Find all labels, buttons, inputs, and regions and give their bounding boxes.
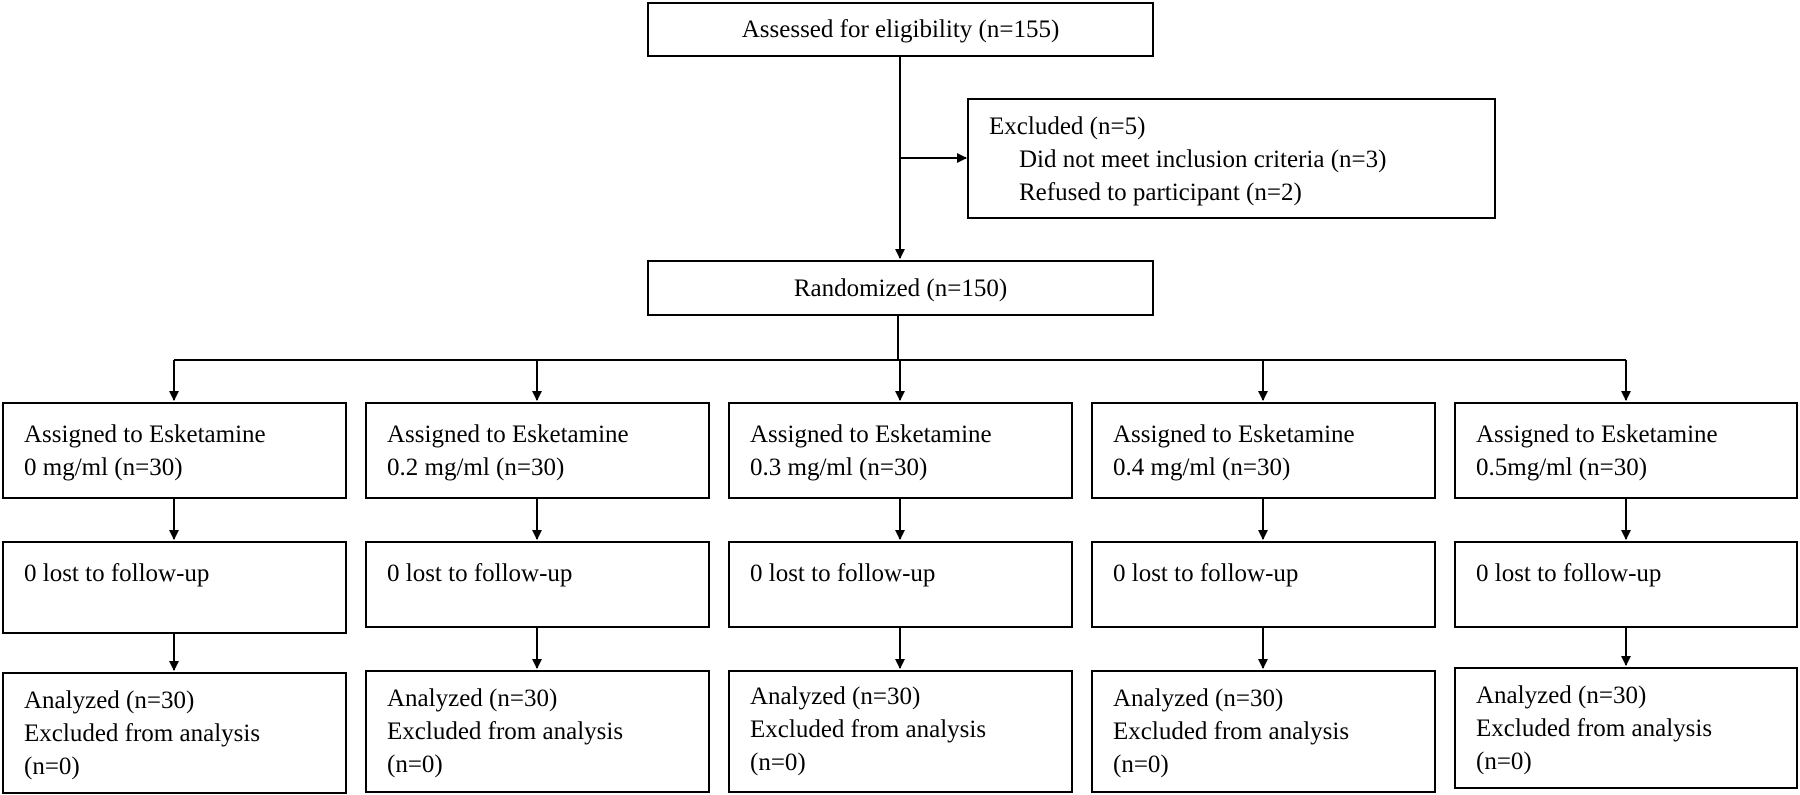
assessed-text: Assessed for eligibility (n=155) xyxy=(741,16,1060,43)
arm-1-analyzed-line-3: (n=0) xyxy=(24,753,80,780)
arm-1-assigned-line-2: 0 mg/ml (n=30) xyxy=(24,454,183,481)
arm-2-assigned-line-2: 0.2 mg/ml (n=30) xyxy=(387,454,565,481)
arm-3-lost-box: 0 lost to follow-up xyxy=(728,541,1073,628)
assessed-box: Assessed for eligibility (n=155) xyxy=(647,2,1154,57)
excluded-reason-inclusion: Did not meet inclusion criteria (n=3) xyxy=(1019,146,1387,173)
arm-4-assigned-line-2: 0.4 mg/ml (n=30) xyxy=(1113,454,1291,481)
arm-1-analyzed-line-2: Excluded from analysis xyxy=(24,720,261,747)
excluded-box: Excluded (n=5) Did not meet inclusion cr… xyxy=(967,98,1496,219)
arm-1-lost-text: 0 lost to follow-up xyxy=(24,560,210,587)
arm-1-assigned-line-1: Assigned to Esketamine xyxy=(24,421,266,448)
arm-5-analyzed-line-1: Analyzed (n=30) xyxy=(1476,682,1647,709)
arm-1-assigned-box: Assigned to Esketamine 0 mg/ml (n=30) xyxy=(2,402,347,499)
arm-2-lost-text: 0 lost to follow-up xyxy=(387,560,573,587)
arm-5-assigned-line-2: 0.5mg/ml (n=30) xyxy=(1476,454,1648,481)
arm-1-analyzed-box: Analyzed (n=30) Excluded from analysis (… xyxy=(2,672,347,794)
arm-4-lost-text: 0 lost to follow-up xyxy=(1113,560,1299,587)
arm-4-lost-box: 0 lost to follow-up xyxy=(1091,541,1436,628)
arm-5-analyzed-line-2: Excluded from analysis xyxy=(1476,715,1713,742)
arm-4-analyzed-line-1: Analyzed (n=30) xyxy=(1113,685,1284,712)
arm-3-analyzed-box: Analyzed (n=30) Excluded from analysis (… xyxy=(728,670,1073,793)
arm-5-assigned-box: Assigned to Esketamine 0.5mg/ml (n=30) xyxy=(1454,402,1798,499)
arm-3-analyzed-line-3: (n=0) xyxy=(750,749,806,776)
arm-4-assigned-line-1: Assigned to Esketamine xyxy=(1113,421,1355,448)
arm-2-lost-box: 0 lost to follow-up xyxy=(365,541,710,628)
randomized-text: Randomized (n=150) xyxy=(793,274,1008,302)
arm-3-assigned-line-2: 0.3 mg/ml (n=30) xyxy=(750,454,928,481)
arm-1-lost-box: 0 lost to follow-up xyxy=(2,541,347,634)
arm-5-analyzed-line-3: (n=0) xyxy=(1476,748,1532,775)
arm-2-analyzed-line-3: (n=0) xyxy=(387,751,443,778)
excluded-reason-refused: Refused to participant (n=2) xyxy=(1019,179,1302,206)
arm-1-analyzed-line-1: Analyzed (n=30) xyxy=(24,687,195,714)
arm-2-analyzed-box: Analyzed (n=30) Excluded from analysis (… xyxy=(365,670,710,793)
randomized-box: Randomized (n=150) xyxy=(647,260,1154,316)
arm-2-assigned-line-1: Assigned to Esketamine xyxy=(387,421,629,448)
arm-4-analyzed-box: Analyzed (n=30) Excluded from analysis (… xyxy=(1091,670,1436,793)
excluded-title: Excluded (n=5) xyxy=(989,113,1146,140)
arm-2-analyzed-line-2: Excluded from analysis xyxy=(387,718,624,745)
arm-5-lost-text: 0 lost to follow-up xyxy=(1476,560,1662,587)
arm-3-analyzed-line-2: Excluded from analysis xyxy=(750,716,987,743)
arm-4-assigned-box: Assigned to Esketamine 0.4 mg/ml (n=30) xyxy=(1091,402,1436,499)
arm-3-assigned-line-1: Assigned to Esketamine xyxy=(750,421,992,448)
arm-5-assigned-line-1: Assigned to Esketamine xyxy=(1476,421,1718,448)
arm-2-analyzed-line-1: Analyzed (n=30) xyxy=(387,685,558,712)
arm-5-lost-box: 0 lost to follow-up xyxy=(1454,541,1798,628)
arm-4-analyzed-line-2: Excluded from analysis xyxy=(1113,718,1350,745)
arm-3-analyzed-line-1: Analyzed (n=30) xyxy=(750,683,921,710)
arm-3-lost-text: 0 lost to follow-up xyxy=(750,560,936,587)
arm-3-assigned-box: Assigned to Esketamine 0.3 mg/ml (n=30) xyxy=(728,402,1073,499)
arm-2-assigned-box: Assigned to Esketamine 0.2 mg/ml (n=30) xyxy=(365,402,710,499)
arm-5-analyzed-box: Analyzed (n=30) Excluded from analysis (… xyxy=(1454,667,1798,789)
arm-4-analyzed-line-3: (n=0) xyxy=(1113,751,1169,778)
